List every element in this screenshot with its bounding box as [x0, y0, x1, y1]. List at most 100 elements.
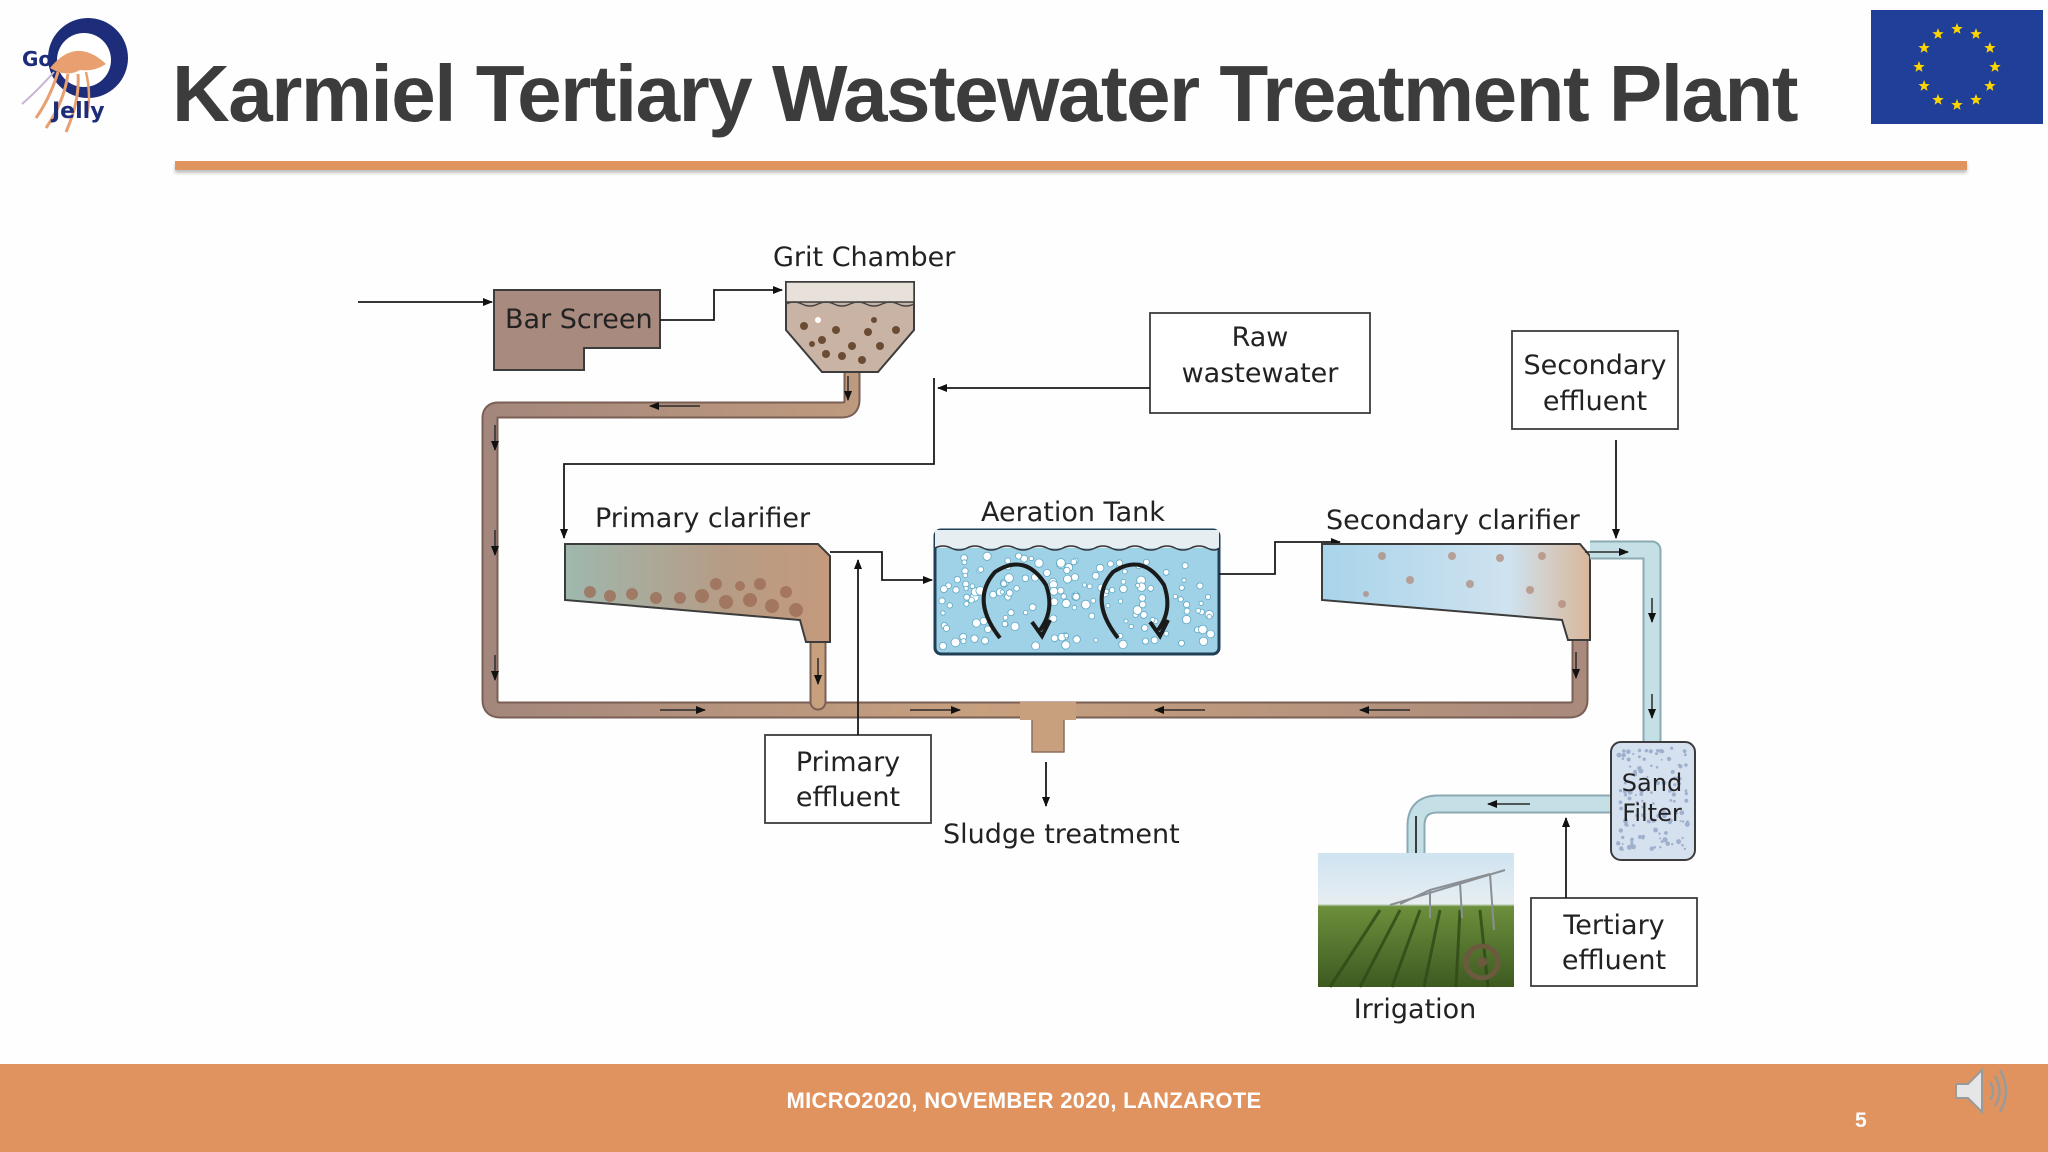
air-bubble: [953, 575, 961, 584]
sand-grain: [1626, 824, 1629, 827]
footer-bar: MICRO2020, NOVEMBER 2020, LANZAROTE 5: [0, 1064, 2048, 1152]
sand-grain: [1661, 780, 1667, 786]
air-bubble: [989, 590, 997, 599]
sand-grain: [1648, 749, 1653, 754]
air-bubble: [1043, 568, 1052, 577]
air-bubble: [962, 572, 968, 579]
sand-grain: [1666, 756, 1672, 762]
raw-wastewater-box: Raw wastewater: [1149, 312, 1371, 414]
grit-chamber: Grit Chamber: [773, 242, 956, 373]
sludge-treatment-label: Sludge treatment: [943, 819, 1180, 850]
sand-grain: [1676, 839, 1682, 845]
sand-grain: [1681, 820, 1685, 823]
sand-grain: [1639, 788, 1645, 794]
air-bubble: [1178, 584, 1185, 591]
secondary-effluent-box: Secondary effluent: [1511, 330, 1679, 430]
logo-text-go: Go: [22, 47, 52, 71]
sand-grain: [1656, 749, 1660, 753]
air-bubble: [981, 636, 989, 645]
air-bubble: [999, 589, 1005, 595]
eu-star-icon: [1970, 28, 1982, 39]
sand-grain: [1651, 818, 1656, 823]
air-bubble: [1070, 558, 1078, 566]
sand-grain: [1623, 818, 1628, 824]
air-bubble: [1198, 636, 1209, 646]
eu-star-icon: [1989, 61, 2001, 72]
sand-grain: [1673, 783, 1677, 787]
sand-grain: [1626, 757, 1631, 762]
sand-grain: [1638, 835, 1642, 839]
air-bubble: [1195, 607, 1201, 614]
air-bubble: [1183, 601, 1191, 609]
air-bubble: [1163, 630, 1170, 637]
aeration-tank: Aeration Tank: [933, 497, 1221, 656]
irrigation-image: Irrigation: [1318, 853, 1514, 1025]
sand-grain: [1622, 754, 1625, 758]
air-bubble: [1178, 639, 1185, 647]
air-bubble: [1138, 594, 1146, 602]
sand-grain: [1634, 794, 1637, 796]
speaker-icon[interactable]: [1950, 1060, 2010, 1122]
sand-grain: [1642, 757, 1646, 761]
sand-grain: [1655, 752, 1659, 755]
sand-grain: [1627, 789, 1633, 795]
air-bubble: [1034, 558, 1044, 568]
sand-grain: [1670, 769, 1675, 774]
eu-star-icon: [1951, 23, 1963, 34]
eu-star-icon: [1970, 93, 1982, 105]
sand-grain: [1622, 749, 1626, 753]
sand-grain: [1660, 809, 1666, 816]
air-bubble: [1071, 604, 1078, 611]
primary-effluent-box: Primary effluent: [764, 734, 932, 824]
sand-filter-line2: Filter: [1622, 799, 1682, 827]
sand-grain: [1671, 843, 1674, 846]
eu-star-icon: [1918, 80, 1930, 91]
air-bubble: [1128, 623, 1134, 630]
eu-star-icon: [1932, 93, 1944, 105]
air-bubble: [977, 566, 984, 573]
air-bubble: [952, 586, 960, 594]
primary-effluent-line1: Primary: [796, 747, 900, 778]
logo-text-jelly: Jelly: [50, 99, 105, 124]
sand-grain: [1618, 789, 1623, 793]
sand-grain: [1621, 835, 1625, 840]
air-bubble: [1004, 557, 1012, 564]
secondary-effluent-line1: Secondary: [1524, 350, 1667, 381]
sand-grain: [1673, 811, 1678, 815]
air-bubble: [950, 637, 961, 648]
air-bubble: [1181, 562, 1189, 569]
air-bubble: [984, 625, 992, 633]
air-bubble: [1117, 598, 1124, 604]
air-bubble: [1118, 639, 1128, 650]
air-bubble: [1183, 607, 1191, 615]
air-bubble: [1162, 569, 1170, 576]
air-bubble: [961, 559, 968, 566]
process-diagram: Bar Screen Grit Chamber Raw wastewater: [358, 242, 1698, 1025]
sand-filter-line1: Sand: [1622, 769, 1682, 797]
air-bubble: [1093, 637, 1099, 643]
air-bubble: [1172, 593, 1178, 600]
air-bubble: [940, 610, 946, 616]
air-bubble: [1140, 611, 1148, 619]
sand-grain: [1641, 834, 1645, 839]
eu-star-icon: [1984, 80, 1996, 91]
sand-grain: [1626, 749, 1631, 754]
sand-grain: [1684, 763, 1688, 767]
air-bubble: [1150, 636, 1159, 644]
air-bubble: [1107, 560, 1114, 568]
air-bubble: [1105, 603, 1111, 609]
air-bubble: [1022, 609, 1029, 616]
eu-star-icon: [1984, 42, 1996, 53]
air-bubble: [1013, 585, 1020, 592]
bar-screen-label: Bar Screen: [505, 304, 653, 335]
air-bubble: [1056, 558, 1066, 568]
air-bubble: [963, 593, 971, 601]
tertiary-effluent-line1: Tertiary: [1562, 910, 1664, 941]
sand-grain: [1660, 749, 1665, 754]
eu-star-icon: [1932, 28, 1944, 39]
air-bubble: [1206, 629, 1215, 639]
air-bubble: [1031, 641, 1040, 651]
bar-screen: Bar Screen: [493, 289, 661, 371]
air-bubble: [1072, 592, 1080, 601]
sand-grain: [1637, 766, 1641, 770]
